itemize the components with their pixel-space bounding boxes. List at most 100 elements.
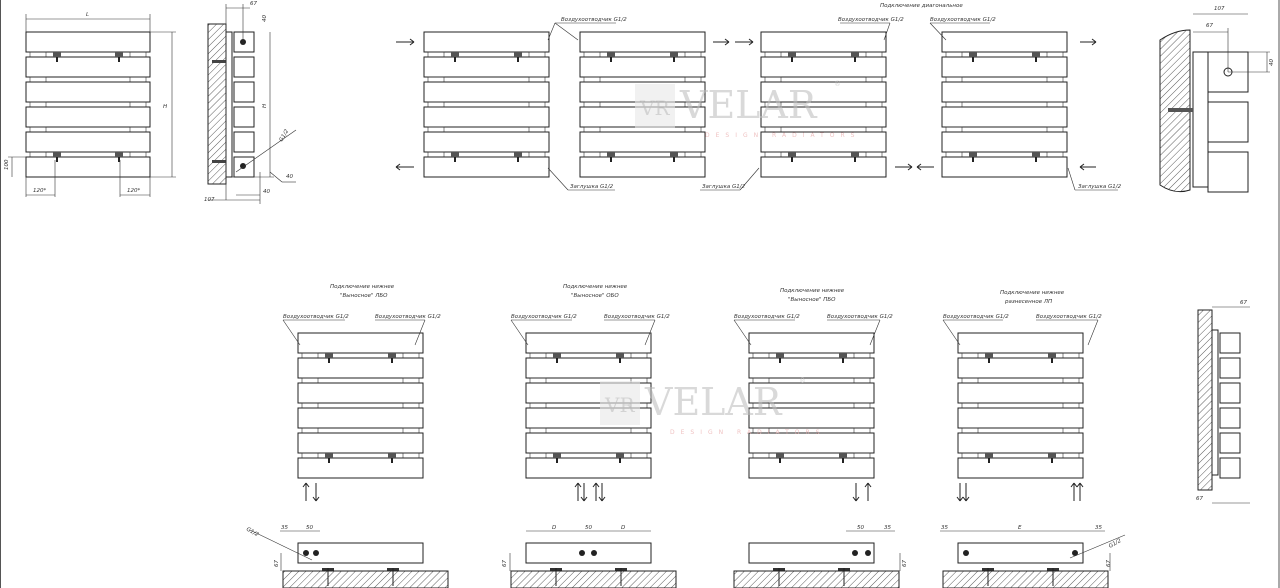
floor-section: [733, 570, 900, 588]
radiator: [957, 332, 1084, 479]
dim-l: L: [86, 12, 89, 18]
dim-35: 35: [1095, 525, 1102, 531]
air-vent-label: Воздухоотводчик G1/2: [511, 314, 577, 320]
radiator-panel: [423, 31, 550, 53]
dim-40-leader: 40: [286, 174, 293, 180]
radiator-panel: [760, 56, 887, 78]
radiator-panel: [297, 332, 424, 354]
panel-side: [1207, 151, 1249, 193]
pipe-connection: [1072, 550, 1078, 556]
wall-anchor: [212, 160, 226, 163]
floor-section: [942, 570, 1109, 588]
radiator-panel: [25, 156, 151, 178]
mounting-bracket: [1032, 52, 1040, 57]
air-vent-label: Воздухоотводчик G1/2: [283, 314, 349, 320]
line: [869, 319, 881, 346]
line: [1070, 482, 1075, 488]
radiator-panel: [297, 407, 424, 429]
mounting-bracket: [553, 353, 561, 358]
line: [249, 529, 313, 561]
radiator-panel: [748, 357, 875, 379]
radiator-panel: [297, 357, 424, 379]
air-vent-label: Воздухоотводчик G1/2: [1036, 314, 1102, 320]
dim-e: E: [1018, 525, 1022, 531]
mounting-bracket: [607, 152, 615, 157]
line: [302, 482, 307, 488]
air-vent-label: Воздухоотводчик G1/2: [943, 314, 1009, 320]
air-vent-label: Воздухоотводчик G1/2: [838, 17, 904, 23]
radiator-panel: [957, 382, 1084, 404]
line: [907, 166, 913, 171]
radiator-plan: [748, 542, 875, 564]
panel-side: [1219, 382, 1241, 404]
radiator: [25, 31, 151, 178]
connection-subtitle: "Выносное" ПБО: [788, 297, 836, 303]
line: [598, 496, 603, 502]
panel-side: [1207, 101, 1249, 143]
mounting-bracket: [788, 152, 796, 157]
mounting-bracket: [325, 453, 333, 458]
radiator-panel: [957, 457, 1084, 479]
mounting-bracket: [839, 453, 847, 458]
line: [959, 496, 964, 502]
radiator-panel: [760, 81, 887, 103]
line: [554, 22, 579, 41]
air-vent-label: Воздухоотводчик G1/2: [561, 17, 627, 23]
air-vent-label: Воздухоотводчик G1/2: [734, 314, 800, 320]
radiator-panel: [25, 81, 151, 103]
line: [1091, 38, 1097, 43]
floor-section: [282, 570, 449, 588]
diagonal-title: Подключение диагональное: [880, 3, 963, 9]
collector-side: [225, 31, 233, 178]
watermark-logo: VR: [639, 96, 670, 120]
air-vent-label: Воздухоотводчик G1/2: [930, 17, 996, 23]
line: [956, 496, 961, 502]
pipe-connection: [579, 550, 585, 556]
line: [583, 496, 588, 502]
connection-title: Подключение нижнее: [330, 284, 395, 290]
line: [867, 482, 872, 488]
mounting-bracket: [851, 152, 859, 157]
dim-h-side: H: [262, 104, 268, 108]
radiator-panel: [748, 407, 875, 429]
line: [1079, 482, 1084, 488]
floor-section: [510, 570, 677, 588]
line: [965, 496, 970, 502]
radiator-panel: [957, 332, 1084, 354]
watermark-reg: ®: [834, 80, 841, 88]
mounting-bracket: [1048, 453, 1056, 458]
line: [315, 496, 320, 502]
dim-40-top: 40: [262, 15, 268, 22]
watermark-brand: VELAR: [679, 83, 818, 127]
line: [305, 482, 310, 488]
mounting-bracket: [616, 453, 624, 458]
radiator-panel: [423, 81, 550, 103]
radiator-panel: [297, 382, 424, 404]
radiator-panel: [297, 457, 424, 479]
dim-40: 40: [1269, 59, 1275, 66]
radiator-panel: [760, 156, 887, 178]
radiator-panel: [297, 432, 424, 454]
connection-subtitle: разнесенное ЛП: [1004, 299, 1052, 305]
mounting-bracket: [776, 353, 784, 358]
radiator-panel: [423, 106, 550, 128]
line: [916, 163, 922, 168]
bottom-connection-obo: Подключение нижнее "Выносное" ОБО Воздух…: [511, 284, 670, 320]
panel-side: [233, 106, 255, 128]
radiator-panel: [760, 106, 887, 128]
line: [235, 129, 297, 173]
line: [409, 38, 415, 43]
radiator-panel: [748, 382, 875, 404]
line: [1069, 534, 1126, 559]
radiator-panel: [957, 407, 1084, 429]
radiator-panel: [941, 156, 1068, 178]
line: [748, 41, 754, 46]
panel-side: [1219, 357, 1241, 379]
mounting-bracket: [325, 353, 333, 358]
mounting-bracket: [851, 52, 859, 57]
line: [1091, 41, 1097, 46]
pipe-connection: [963, 550, 969, 556]
panel-side: [233, 56, 255, 78]
mounting-bracket: [553, 453, 561, 458]
line: [942, 319, 961, 346]
